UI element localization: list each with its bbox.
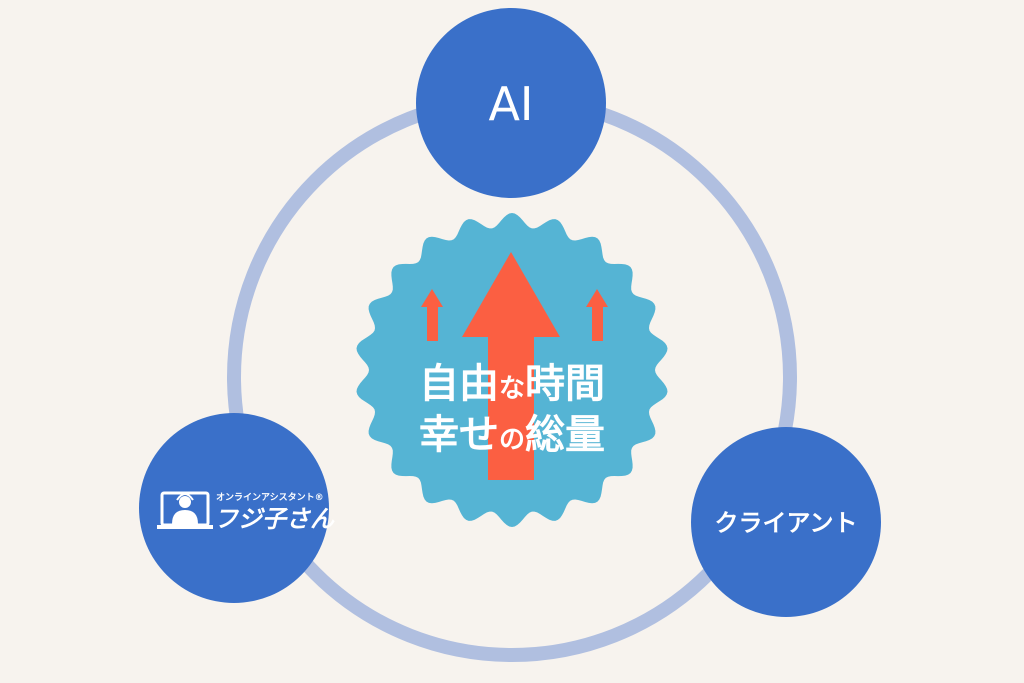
small-up-arrow-right — [586, 289, 608, 341]
small-up-arrow-left — [421, 289, 443, 341]
node-fujiko: オンラインアシスタント® フジ子さん — [139, 413, 335, 603]
node-client: クライアント — [691, 427, 881, 617]
logo-title: フジ子さん — [214, 505, 335, 533]
node-ai: AI — [416, 8, 606, 198]
node-ai-label: AI — [488, 77, 533, 131]
arrows — [421, 252, 608, 480]
node-client-label: クライアント — [714, 509, 857, 537]
center-text-line1: 自由な時間 — [419, 361, 605, 407]
big-up-arrow — [462, 252, 560, 480]
laptop-person-icon — [157, 491, 213, 529]
logo-subtitle: オンラインアシスタント® — [216, 491, 324, 503]
center-text-line2: 幸せの総量 — [419, 412, 605, 458]
